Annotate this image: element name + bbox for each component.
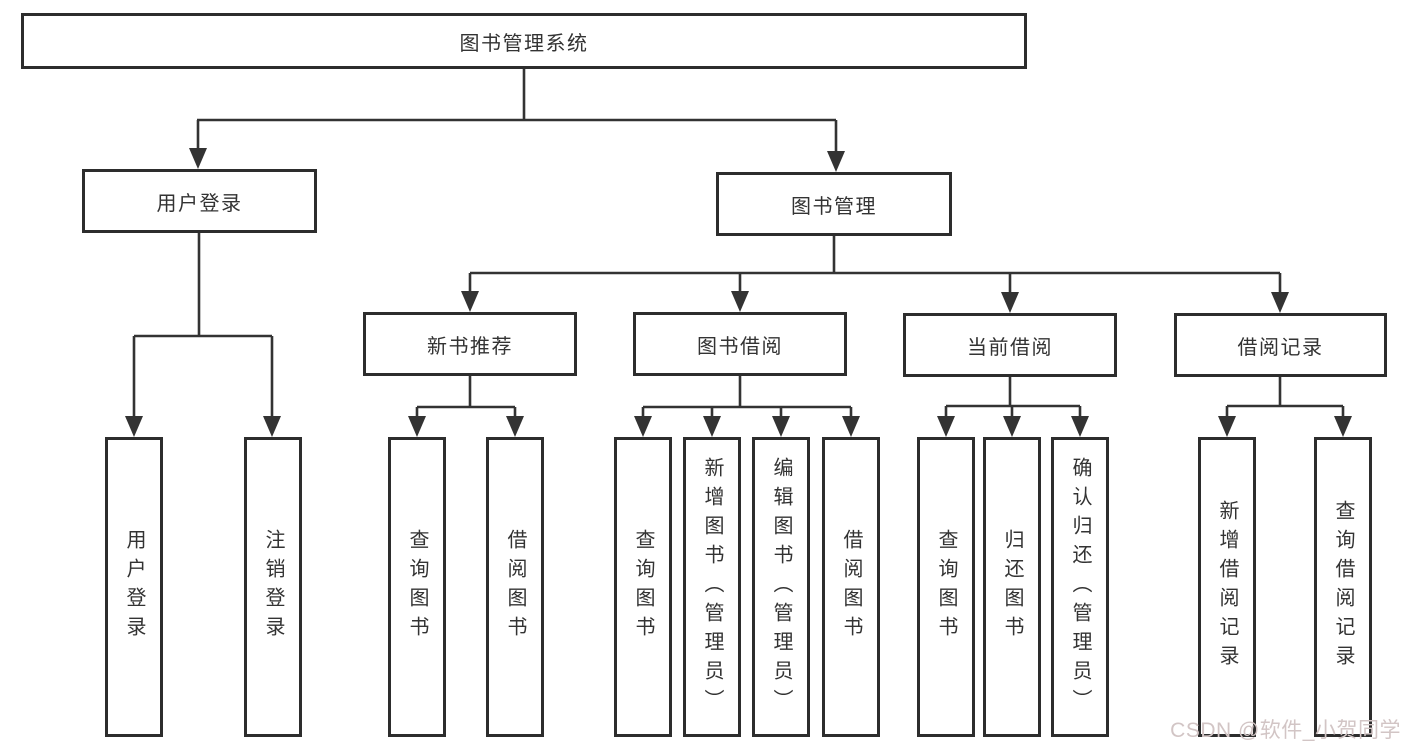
node-label: 借阅图书 [504, 529, 526, 645]
node-label: 用户登录 [156, 192, 243, 215]
node-label: 借阅图书 [840, 529, 862, 645]
connector-book-mgmt-children [461, 236, 1289, 313]
node-leaf-bb-add-book: 新增图书（管理员） [683, 437, 741, 737]
node-label: 新增借阅记录 [1216, 500, 1238, 674]
node-leaf-cb-confirm-return: 确认归还（管理员） [1051, 437, 1109, 737]
node-current-borrow: 当前借阅 [903, 313, 1117, 377]
connector-current-borrow-children [937, 377, 1089, 437]
node-label: 查询借阅记录 [1332, 500, 1354, 674]
node-label: 图书借阅 [697, 335, 783, 358]
node-label: 当前借阅 [967, 336, 1053, 359]
node-leaf-nbr-query-book: 查询图书 [388, 437, 446, 737]
node-label: 确认归还（管理员） [1069, 456, 1091, 718]
node-label: 图书管理系统 [459, 32, 589, 55]
connector-user-login-children [125, 233, 281, 437]
node-label: 新增图书（管理员） [701, 456, 723, 718]
watermark-text: CSDN @软件_小贺同学 [1170, 719, 1401, 742]
node-borrow-record: 借阅记录 [1174, 313, 1387, 377]
node-leaf-nbr-borrow-book: 借阅图书 [486, 437, 544, 737]
node-label: 编辑图书（管理员） [770, 456, 792, 718]
node-user-login: 用户登录 [82, 169, 317, 233]
node-label: 借阅记录 [1237, 336, 1324, 359]
node-label: 图书管理 [791, 195, 877, 218]
node-label: 查询图书 [406, 529, 428, 645]
node-leaf-cb-return-book: 归还图书 [983, 437, 1041, 737]
node-leaf-bb-borrow-book: 借阅图书 [822, 437, 880, 737]
node-label: 用户登录 [123, 529, 145, 645]
node-leaf-logout: 注销登录 [244, 437, 302, 737]
connector-book-borrow-children [634, 376, 860, 437]
node-leaf-br-query-record: 查询借阅记录 [1314, 437, 1372, 737]
node-leaf-bb-edit-book: 编辑图书（管理员） [752, 437, 810, 737]
node-label: 查询图书 [632, 529, 654, 645]
connector-borrow-record-children [1218, 377, 1352, 437]
node-leaf-cb-query-book: 查询图书 [917, 437, 975, 737]
node-root: 图书管理系统 [21, 13, 1027, 69]
node-label: 归还图书 [1001, 529, 1023, 645]
node-label: 查询图书 [935, 529, 957, 645]
node-book-mgmt: 图书管理 [716, 172, 952, 236]
node-label: 新书推荐 [427, 335, 513, 358]
node-label: 注销登录 [262, 529, 284, 645]
node-leaf-bb-query-book: 查询图书 [614, 437, 672, 737]
node-leaf-user-login: 用户登录 [105, 437, 163, 737]
node-book-borrow: 图书借阅 [633, 312, 847, 376]
node-new-book-rec: 新书推荐 [363, 312, 577, 376]
connector-root-to-level2 [189, 69, 845, 172]
connector-new-book-rec-children [408, 376, 524, 437]
node-leaf-br-add-record: 新增借阅记录 [1198, 437, 1256, 737]
